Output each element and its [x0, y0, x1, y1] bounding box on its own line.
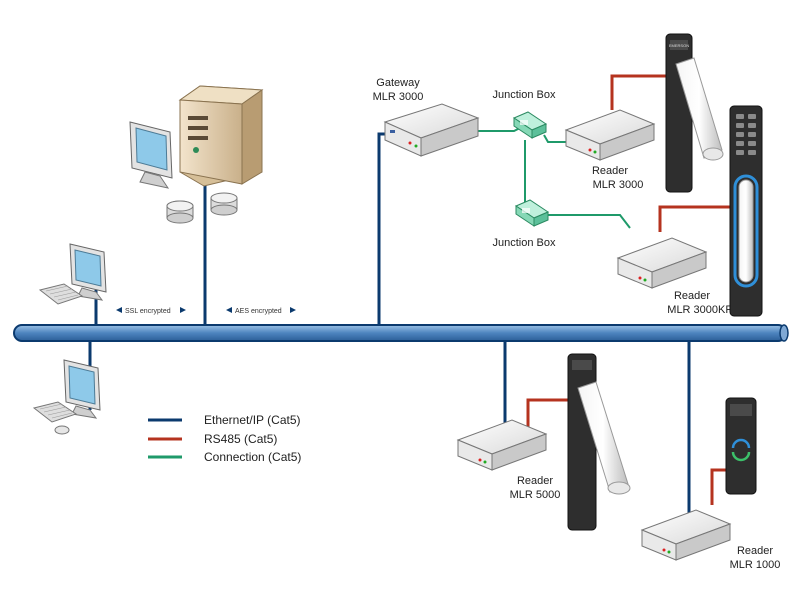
reader-1000-controller: [640, 509, 732, 561]
reader-3000kp-controller: [616, 237, 708, 289]
legend-label-connection: Connection (Cat5): [204, 450, 301, 464]
reader-1000-label-line2: MLR 1000: [730, 559, 781, 571]
legend-item-connection: Connection (Cat5): [148, 450, 301, 464]
gateway-label-line1: Gateway: [376, 77, 420, 89]
workstation-bottom: [32, 359, 101, 435]
reader-3000-brand: EMERSON: [669, 43, 689, 48]
gateway-label-line2: MLR 3000: [373, 91, 424, 103]
keypad-icon: [736, 114, 756, 155]
reader-3000-label-line1: Reader: [592, 165, 628, 177]
legend-label-ethernet: Ethernet/IP (Cat5): [204, 413, 301, 427]
server-monitor: [129, 121, 173, 189]
storage-disk-right: [210, 192, 238, 216]
connection-jbox-reader3000: [543, 134, 570, 143]
legend-label-rs485: RS485 (Cat5): [204, 432, 277, 446]
ethernet-bus: [13, 324, 789, 342]
reader-3000-label-line2: MLR 3000: [593, 179, 644, 191]
legend-item-rs485: RS485 (Cat5): [148, 432, 277, 446]
reader-5000-label-line1: Reader: [517, 475, 553, 487]
ssl-annotation: SSL encrypted: [116, 307, 186, 315]
legend: Ethernet/IP (Cat5) RS485 (Cat5) Connecti…: [148, 413, 301, 464]
storage-disk-left: [166, 200, 194, 224]
workstation-top: [38, 243, 107, 305]
reader-1000-label-line1: Reader: [737, 545, 773, 557]
aes-label: AES encrypted: [235, 308, 282, 315]
rs485-reader3000kp: [658, 205, 738, 232]
reader-5000-controller: [456, 419, 548, 471]
reader-3000-controller: [564, 109, 656, 161]
ssl-label: SSL encrypted: [125, 308, 171, 315]
junction-box-top-label: Junction Box: [493, 89, 556, 101]
reader-3000kp-label-line1: Reader: [674, 290, 710, 302]
reader-1000-card-reader: [725, 397, 757, 495]
junction-box-bottom-label: Junction Box: [493, 237, 556, 249]
junction-box-top: [512, 111, 548, 139]
aes-annotation: AES encrypted: [226, 307, 296, 315]
rs485-reader1000: [710, 468, 730, 505]
connection-jbox-reader3000kp: [545, 214, 631, 229]
legend-item-ethernet: Ethernet/IP (Cat5): [148, 413, 301, 427]
reader-3000-handle-lock: EMERSON: [665, 33, 724, 193]
junction-box-bottom: [514, 199, 550, 227]
reader-3000kp-label-line2: MLR 3000KP: [667, 304, 732, 316]
reader-3000kp-keypad-lock: [729, 105, 763, 317]
rs485-reader3000: [610, 74, 676, 110]
gateway-device: [383, 103, 480, 157]
reader-5000-label-line2: MLR 5000: [510, 489, 561, 501]
ethernet-line-gateway: [377, 132, 395, 327]
server-tower: [178, 85, 264, 187]
reader-5000-handle-lock: [567, 353, 631, 531]
